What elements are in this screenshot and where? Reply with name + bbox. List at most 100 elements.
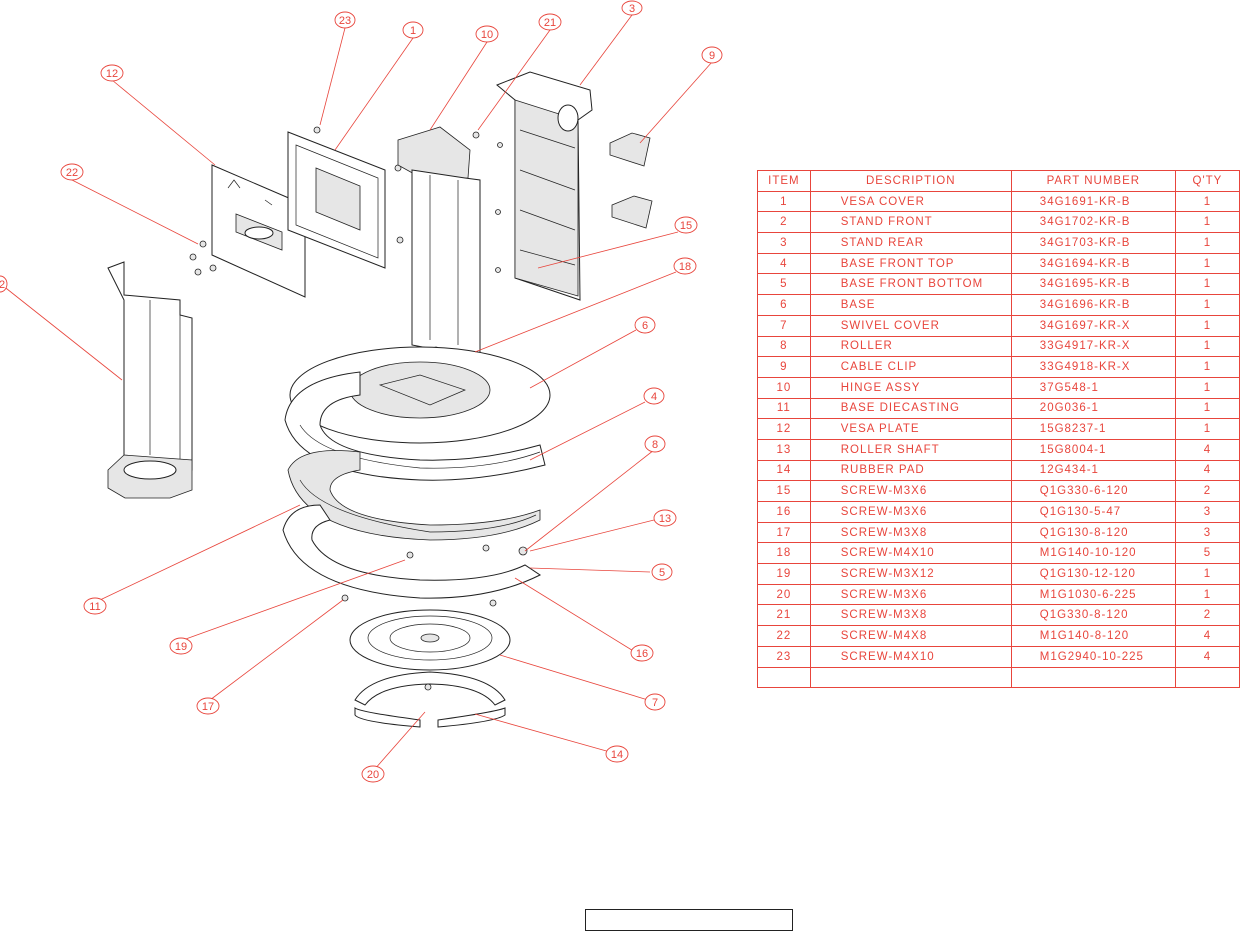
bom-part-number-cell: 15G8004-1 [1010,438,1176,461]
part-cable-clips [609,132,653,229]
callout-4: 4 [643,387,665,405]
bom-part-number-cell: 37G548-1 [1010,376,1176,399]
svg-text:12: 12 [106,68,118,80]
bom-description-cell: SCREW-M3X12 [809,563,1012,585]
bom-qty-cell: 1 [1174,583,1240,606]
bom-qty-cell: 1 [1174,376,1240,399]
bom-description-cell: SCREW-M3X8 [809,604,1012,627]
bom-description-cell: VESA PLATE [809,418,1012,440]
svg-text:20: 20 [367,769,379,781]
svg-text:16: 16 [636,648,648,660]
bom-item-cell: 13 [757,438,811,461]
bom-item-cell: 22 [757,625,811,647]
bom-item-cell: 20 [757,583,811,606]
bom-part-number-cell: 33G4918-KR-X [1010,356,1176,378]
bom-item-cell: 14 [757,459,811,482]
svg-text:7: 7 [652,697,658,709]
bom-qty-cell: 1 [1174,356,1240,378]
svg-text:21: 21 [544,17,556,29]
bom-description-cell: STAND REAR [809,232,1012,254]
bom-part-number-cell: 15G8237-1 [1010,418,1176,440]
bom-qty-cell: 1 [1174,294,1240,316]
bom-part-number-cell: Q1G330-8-120 [1010,604,1176,627]
bom-qty-cell: 1 [1174,314,1240,337]
bom-item-cell: 8 [757,335,811,358]
bom-qty-cell: 5 [1174,542,1240,565]
bom-part-number-cell: Q1G130-12-120 [1010,563,1176,585]
part-base-front-bottom [282,504,541,607]
bom-item-cell: 5 [757,273,811,296]
svg-text:1: 1 [410,25,416,37]
bom-part-number-cell: M1G1030-6-225 [1010,583,1176,606]
bom-header-description: DESCRIPTION [809,170,1012,192]
part-stand-front [107,261,193,499]
bom-description-cell: BASE DIECASTING [809,397,1012,420]
bom-description-cell: BASE FRONT TOP [809,252,1012,275]
svg-text:23: 23 [339,15,351,27]
bom-qty-cell: 1 [1174,211,1240,234]
bom-part-number-cell: 34G1695-KR-B [1010,273,1176,296]
bom-part-number-cell: 34G1697-KR-X [1010,314,1176,337]
bom-part-number-cell: 34G1691-KR-B [1010,190,1176,213]
bom-item-cell: 9 [757,356,811,378]
bom-description-cell: SCREW-M3X8 [809,521,1012,544]
callout-13: 13 [653,509,677,527]
bom-description-cell: BASE [809,294,1012,316]
bom-description-cell: SCREW-M3X6 [809,480,1012,502]
part-hinge-assy [397,126,481,369]
callout-1: 1 [402,21,424,39]
bom-description-cell: VESA COVER [809,190,1012,213]
bom-item-cell: 4 [757,252,811,275]
callout-23: 23 [334,11,356,29]
bom-qty-cell [1174,666,1240,689]
bom-item-cell: 21 [757,604,811,627]
bom-description-cell: HINGE ASSY [809,376,1012,399]
bom-description-cell: SCREW-M3X6 [809,501,1012,523]
callout-15: 15 [674,216,698,234]
bom-qty-cell: 1 [1174,397,1240,420]
bom-item-cell: 7 [757,314,811,337]
bom-part-number-cell: 34G1702-KR-B [1010,211,1176,234]
bom-qty-cell: 3 [1174,521,1240,544]
callout-5: 5 [651,563,673,581]
part-swivel-cover [349,609,511,671]
svg-text:10: 10 [481,29,493,41]
bom-description-cell: BASE FRONT BOTTOM [809,273,1012,296]
part-vesa-plate [211,164,306,298]
part-base-diecasting [287,450,541,541]
table-row [757,666,1240,689]
svg-text:2: 2 [0,279,5,291]
callout-11: 11 [83,597,107,615]
svg-text:6: 6 [642,320,648,332]
svg-text:14: 14 [611,749,623,761]
bom-qty-cell: 4 [1174,645,1240,668]
leader-lines [1,14,713,771]
bom-part-number-cell: 33G4917-KR-X [1010,335,1176,358]
bom-qty-cell: 1 [1174,252,1240,275]
part-screws-m4x8 [189,240,217,276]
bom-qty-cell: 2 [1174,480,1240,502]
bom-part-number-cell: M1G140-8-120 [1010,625,1176,647]
callout-8: 8 [644,435,666,453]
callout-12: 12 [100,64,124,82]
bom-item-cell: 23 [757,645,811,668]
svg-text:13: 13 [659,513,671,525]
part-base [289,346,551,444]
callout-17: 17 [196,697,220,715]
svg-text:5: 5 [659,567,665,579]
bom-part-number-cell [1010,666,1176,689]
bom-qty-cell: 1 [1174,190,1240,213]
svg-text:15: 15 [680,220,692,232]
callout-6: 6 [634,316,656,334]
callout-10: 10 [475,25,499,43]
svg-text:8: 8 [652,439,658,451]
bom-header-qty: Q'TY [1174,170,1240,192]
bom-description-cell: SCREW-M3X6 [809,583,1012,606]
